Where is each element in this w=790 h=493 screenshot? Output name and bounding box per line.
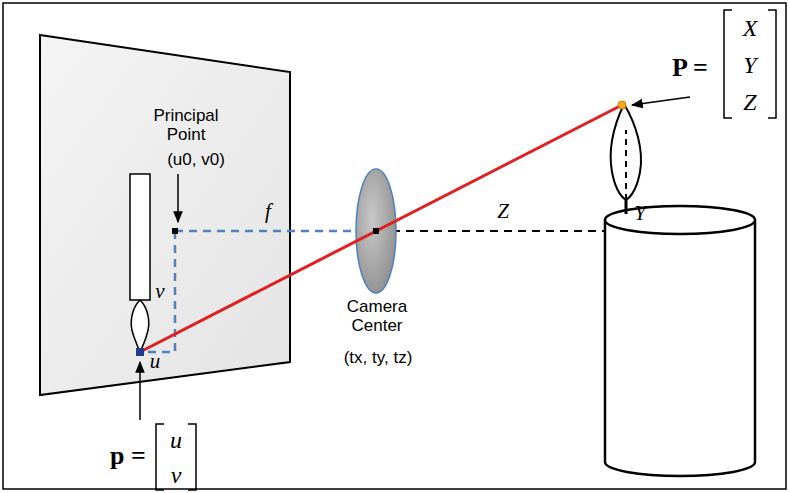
matrix-entry: Z	[743, 89, 756, 115]
variable-label: v	[155, 280, 164, 303]
matrix-bracket	[724, 10, 776, 118]
vector-name: P =	[672, 54, 708, 83]
coordinate-label: (u0, v0)	[167, 151, 225, 170]
matrix-entry: u	[170, 427, 182, 453]
matrix-entry: Y	[743, 52, 756, 78]
matrix-entry: v	[171, 462, 182, 488]
matrix-bracket	[156, 424, 196, 490]
variable-label: Y	[634, 202, 646, 225]
lens	[356, 169, 396, 293]
variable-label: Z	[497, 200, 509, 223]
world-point-dot	[618, 101, 626, 109]
flame-image	[131, 300, 149, 353]
annotation-label: Camera Center	[337, 298, 417, 335]
candle-image	[130, 174, 150, 300]
principal-point-dot	[172, 228, 178, 234]
variable-label: u	[150, 350, 161, 373]
frame	[3, 3, 786, 489]
coordinate-label: (tx, ty, tz)	[344, 349, 413, 368]
pointer-arrow	[632, 97, 690, 105]
variable-label: f	[265, 200, 271, 223]
candle-body	[605, 220, 755, 476]
image-plane	[40, 35, 290, 395]
projection-ray	[140, 105, 622, 352]
vector-name: p =	[110, 442, 146, 471]
image-point-dot	[136, 348, 144, 356]
height-dashed-line	[625, 130, 627, 200]
matrix-entry: X	[743, 15, 758, 41]
wick	[625, 200, 628, 214]
pointer-arrow	[177, 174, 179, 222]
flame	[611, 104, 641, 200]
pointer-arrow	[139, 362, 141, 420]
annotation-label: Principal Point	[146, 107, 226, 144]
camera-center-dot	[373, 228, 379, 234]
